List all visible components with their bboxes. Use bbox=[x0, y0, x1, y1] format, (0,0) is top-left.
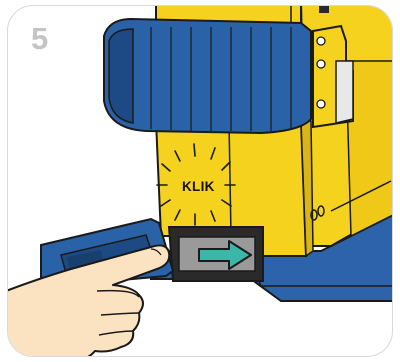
klik-callout: KLIK bbox=[182, 180, 215, 194]
blue-band bbox=[104, 19, 311, 133]
card-frame: 5 KLIK bbox=[7, 5, 393, 357]
step-number: 5 bbox=[31, 23, 48, 54]
